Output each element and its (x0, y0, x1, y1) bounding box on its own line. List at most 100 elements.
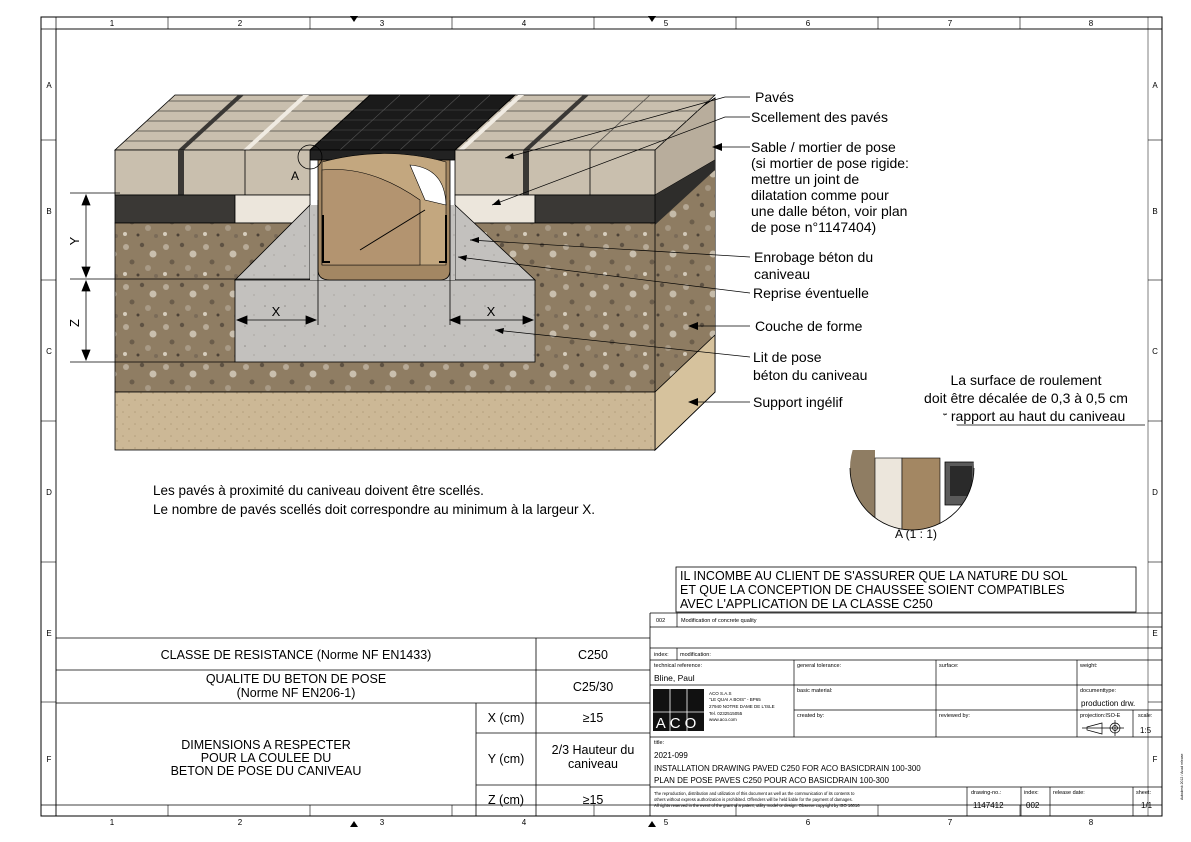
legal-line-1: The reproduction, distribution and utili… (654, 791, 855, 796)
documenttype-value: production drw. (1081, 699, 1135, 708)
classe-value: C250 (578, 648, 608, 662)
col-label-1-bottom: 1 (110, 818, 115, 827)
dim-y-value: 2/3 Hauteur du caniveau (551, 743, 635, 771)
dim-label-2: POUR LA COULEE DU (201, 751, 332, 765)
general-tol-label: general tolerance: (797, 663, 842, 669)
label-reprise: Reprise éventuelle (753, 285, 869, 301)
row-label-b-right: B (1152, 207, 1157, 216)
row-label-e-right: E (1152, 629, 1157, 638)
dim-x-value: ≥15 (583, 711, 604, 725)
index2-value: 002 (1026, 801, 1040, 810)
row-label-c: C (46, 347, 52, 356)
aco-logo (653, 689, 704, 731)
sheet-value: 1/1 (1141, 801, 1153, 810)
spec-table (56, 613, 651, 816)
qualite-label-2: (Norme NF EN206-1) (237, 686, 356, 700)
label-scellement: Scellement des pavés (751, 109, 888, 125)
dim-z-label: Z (67, 319, 82, 327)
scale-value: 1:5 (1140, 726, 1152, 735)
legal-line-3: All rights reserved in the event of the … (654, 803, 860, 808)
classe-label: CLASSE DE RESISTANCE (Norme NF EN1433) (161, 648, 432, 662)
projection-label: projection:ISO-E (1080, 713, 1121, 719)
label-lit-1: Lit de pose (753, 349, 822, 365)
drawing-no: 1147412 (973, 801, 1004, 810)
scale-label: scale: (1138, 713, 1153, 719)
weight-label: weight: (1079, 663, 1098, 669)
paves-note-1: Les pavés à proximité du caniveau doiven… (153, 483, 484, 498)
paves-note-2: Le nombre de pavés scellés doit correspo… (153, 502, 595, 517)
dim-z-axis: Z (cm) (488, 793, 524, 807)
label-sable-1: Sable / mortier de pose (751, 139, 896, 155)
dim-x-left-label: X (272, 304, 281, 319)
detail-a-label: A (1 : 1) (895, 527, 937, 541)
dim-z-value: ≥15 (583, 793, 604, 807)
col-label-4: 4 (522, 19, 527, 28)
row-label-a-right: A (1152, 81, 1158, 90)
label-lit-2: béton du caniveau (753, 367, 867, 383)
col-label-7: 7 (948, 19, 953, 28)
col-label-2-bottom: 2 (238, 818, 243, 827)
company-line-1: ACO S.A.S (709, 691, 732, 696)
label-enrobage-1: Enrobage béton du (754, 249, 873, 265)
rev-text: Modification of concrete quality (681, 618, 757, 624)
documenttype-label: documenttype: (1080, 688, 1117, 694)
label-support: Support ingélif (753, 394, 843, 410)
col-label-2: 2 (238, 19, 243, 28)
warning-line-1: IL INCOMBE AU CLIENT DE S'ASSURER QUE LA… (680, 569, 1068, 583)
col-label-1: 1 (110, 19, 115, 28)
dim-y-label: Y (67, 236, 82, 245)
index-label: index: (654, 652, 669, 658)
company-line-4: Tel. 0232515055 (709, 711, 743, 716)
label-sable-4: dilatation comme pour (751, 187, 889, 203)
surface-note-3: par rapport au haut du caniveau (927, 408, 1125, 424)
row-label-d: D (46, 488, 52, 497)
col-label-3: 3 (380, 19, 385, 28)
title-line-3: PLAN DE POSE PAVES C250 POUR ACO BASICDR… (654, 776, 889, 785)
label-sable-5: une dalle béton, voir plan (751, 203, 907, 219)
label-sable-3: mettre un joint de (751, 171, 859, 187)
rev-index: 002 (656, 618, 665, 624)
col-label-6-bottom: 6 (806, 818, 811, 827)
index2-label: index: (1024, 790, 1039, 796)
release-label: release date: (1053, 790, 1085, 796)
basic-material-label: basic material: (797, 688, 833, 694)
reviewed-by-label: reviewed by: (939, 713, 970, 719)
qualite-value: C25/30 (573, 680, 613, 694)
row-label-f-right: F (1153, 755, 1158, 764)
dim-label-3: BETON DE POSE DU CANIVEAU (171, 764, 362, 778)
installation-section-drawing: A Y Z X X (67, 94, 717, 452)
dim-label-1: DIMENSIONS A RESPECTER (181, 738, 350, 752)
sheet-label: sheet: (1136, 790, 1151, 796)
col-label-5-bottom: 5 (664, 818, 669, 827)
col-label-8: 8 (1089, 19, 1094, 28)
title-block (650, 612, 1162, 816)
row-label-b: B (46, 207, 51, 216)
row-label-d-right: D (1152, 488, 1158, 497)
qualite-label-1: QUALITE DU BETON DE POSE (206, 672, 386, 686)
surface-note-1: La surface de roulement (951, 372, 1102, 388)
surface-note-2: doit être décalée de 0,3 à 0,5 cm (924, 390, 1128, 406)
leader-lines (457, 96, 751, 403)
label-enrobage-2: caniveau (754, 266, 810, 282)
projection-symbol-icon (1082, 720, 1124, 736)
legal-line-2: others without express authorization is … (654, 797, 853, 802)
row-label-a: A (46, 81, 52, 90)
surface-label: surface: (939, 663, 959, 669)
col-label-4-bottom: 4 (522, 818, 527, 827)
tech-ref-value: Bline, Paul (654, 673, 695, 683)
col-label-6: 6 (806, 19, 811, 28)
dim-y-axis: Y (cm) (488, 752, 525, 766)
company-line-2: "LE QUAI A BOIS" - BP65 (709, 697, 761, 702)
dim-x-axis: X (cm) (488, 711, 525, 725)
warning-line-2: ET QUE LA CONCEPTION DE CHAUSSEE SOIENT … (680, 583, 1065, 597)
label-sable-6: de pose n°1147404) (751, 219, 876, 235)
title-line-2: INSTALLATION DRAWING PAVED C250 FOR ACO … (654, 764, 921, 773)
tech-ref-label: technical reference: (654, 663, 702, 669)
created-by-label: created by: (797, 713, 825, 719)
aco-logo-text: ACO (656, 715, 701, 732)
detail-marker-a: A (291, 169, 299, 183)
col-label-7-bottom: 7 (948, 818, 953, 827)
col-label-8-bottom: 8 (1089, 818, 1094, 827)
row-label-c-right: C (1152, 347, 1158, 356)
